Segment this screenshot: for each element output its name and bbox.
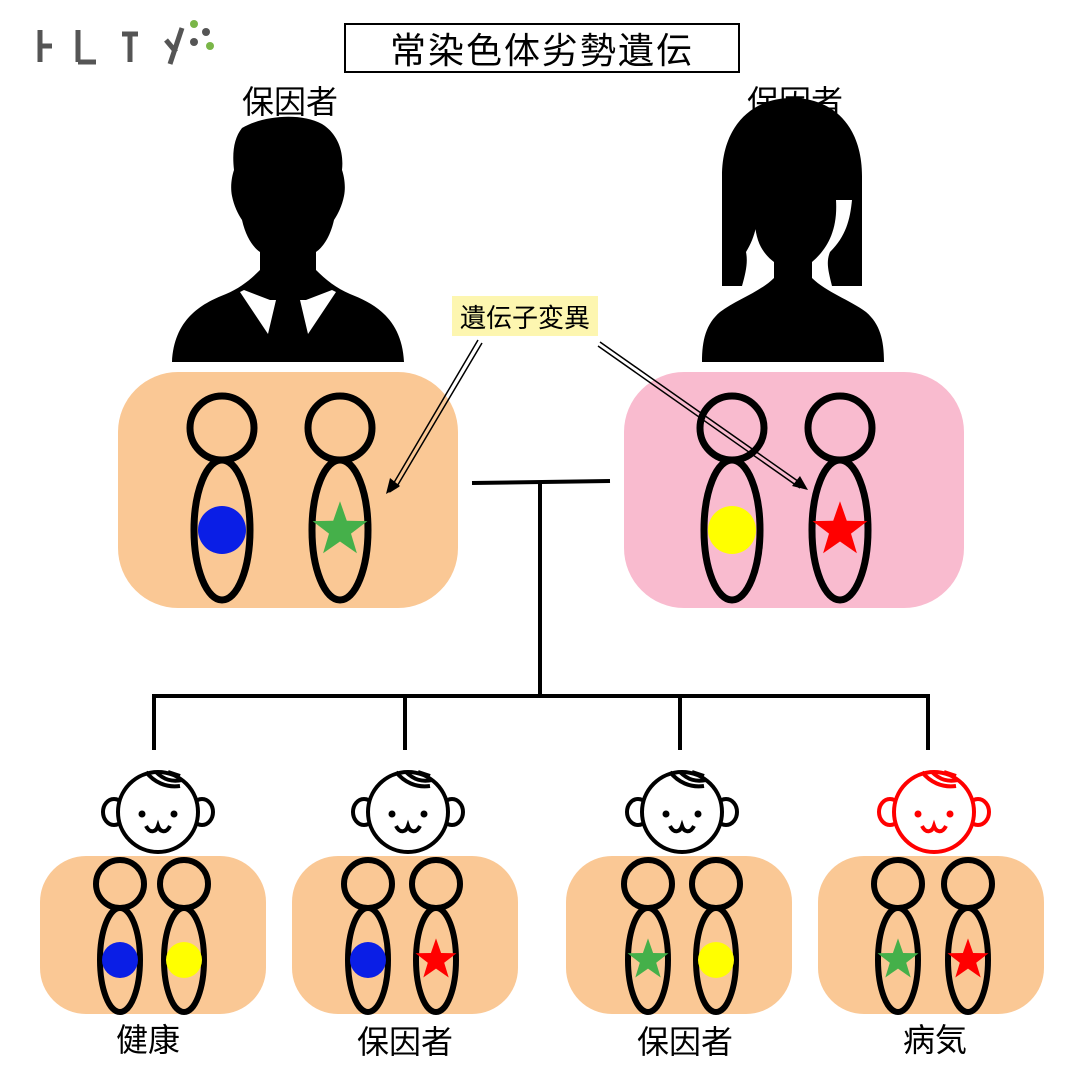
child-label-2: 保因者	[356, 1023, 454, 1061]
baby-face-icon	[877, 770, 991, 854]
red-star	[812, 501, 868, 554]
blue-circle	[102, 942, 138, 978]
chromosome	[93, 857, 147, 1015]
mutation-callout: 遺伝子変異	[452, 296, 599, 336]
blue-circle	[350, 942, 386, 978]
chromosome	[871, 857, 925, 1015]
parent-panel-1	[118, 372, 458, 608]
tlv-logo	[37, 20, 214, 65]
blue-circle	[198, 506, 246, 554]
red-star	[947, 938, 989, 978]
child-label-1: 健康	[115, 1021, 181, 1059]
chromosome-panels	[40, 372, 1044, 1015]
child-label-4: 病気	[902, 1021, 968, 1059]
chromosome	[341, 857, 395, 1015]
baby-face-icon	[351, 770, 465, 854]
arrowheads	[386, 476, 808, 494]
pedigree-lines	[152, 479, 930, 750]
baby-faces	[101, 770, 991, 854]
chromosome	[804, 392, 876, 604]
chromosome	[304, 392, 376, 604]
yellow-circle	[698, 942, 734, 978]
woman-silhouette-icon	[702, 98, 884, 362]
chromosome	[696, 392, 768, 604]
mutation-arrows	[389, 339, 803, 493]
chromosome	[689, 857, 743, 1015]
yellow-circle	[708, 506, 756, 554]
chromosome	[157, 857, 211, 1015]
parent-panel-2	[624, 372, 964, 608]
green-star	[312, 501, 368, 554]
mother-label: 保因者	[746, 83, 844, 121]
green-star	[877, 938, 919, 978]
child-panel-1	[40, 856, 266, 1015]
chromosome	[621, 857, 675, 1015]
man-silhouette-icon	[172, 116, 404, 362]
child-panel-3	[566, 856, 792, 1015]
chromosome	[186, 392, 258, 604]
child-panel-2	[292, 856, 518, 1015]
yellow-circle	[166, 942, 202, 978]
chromosome	[941, 857, 995, 1015]
chromosome	[409, 857, 463, 1015]
baby-face-icon	[625, 770, 739, 854]
child-label-3: 保因者	[636, 1023, 734, 1061]
father-label: 保因者	[241, 83, 339, 121]
diagram-title: 常染色体劣勢遺伝	[344, 23, 740, 73]
red-star	[415, 938, 457, 978]
green-star	[627, 938, 669, 978]
baby-face-icon	[101, 770, 215, 854]
child-panel-4	[818, 856, 1044, 1015]
